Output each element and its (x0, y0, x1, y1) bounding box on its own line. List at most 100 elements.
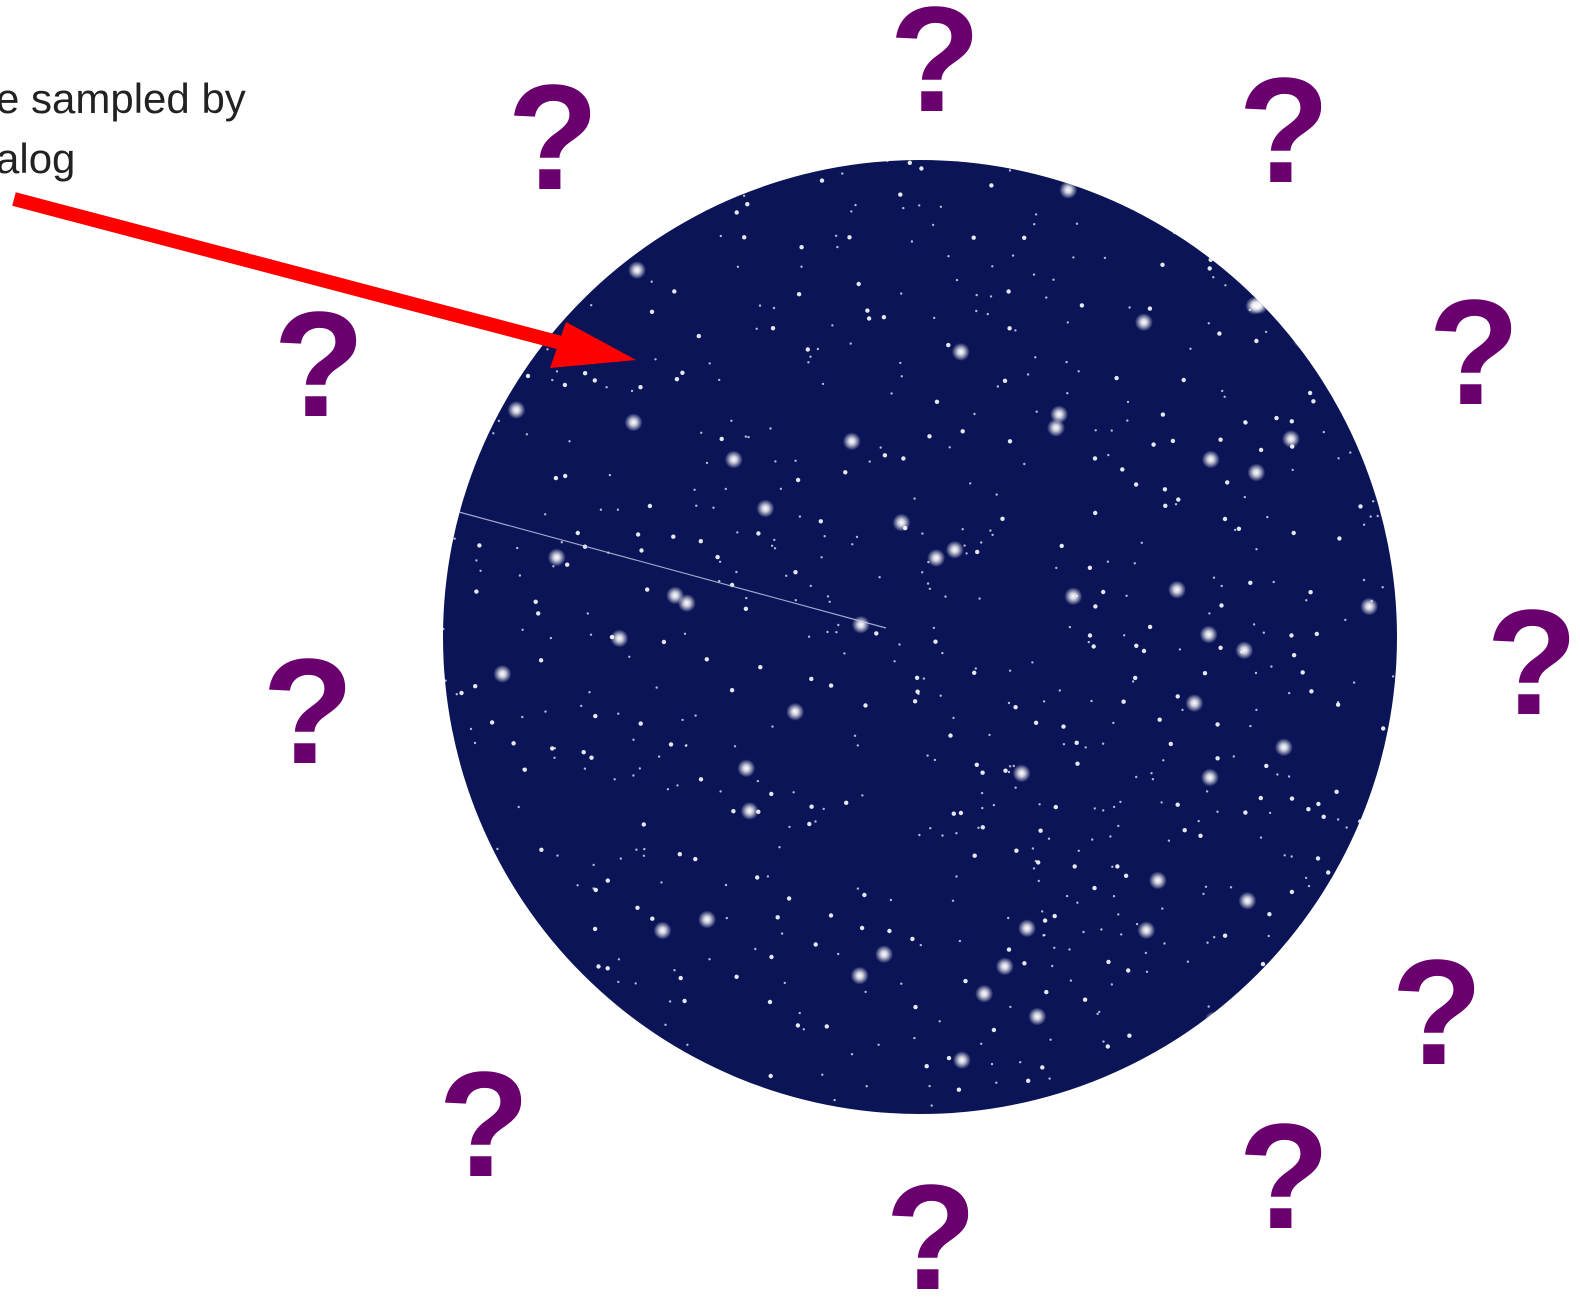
star (995, 1082, 997, 1084)
star (908, 161, 912, 165)
star (780, 488, 782, 490)
star (458, 357, 462, 361)
star (1249, 309, 1251, 311)
star (803, 1028, 805, 1030)
star (1305, 877, 1307, 879)
star (941, 834, 943, 836)
star (1292, 531, 1296, 535)
star (594, 888, 598, 892)
star (708, 958, 710, 960)
star (1109, 835, 1111, 837)
star (758, 665, 762, 669)
star (1093, 456, 1097, 460)
star (1275, 738, 1293, 756)
star (1090, 700, 1092, 702)
star (546, 939, 550, 943)
star (926, 754, 928, 756)
star (523, 261, 527, 265)
star (1066, 895, 1068, 897)
star (582, 750, 586, 754)
star (726, 917, 728, 919)
star (1261, 962, 1265, 966)
star (442, 955, 446, 959)
star (824, 535, 826, 537)
star (1003, 379, 1007, 383)
star (1101, 590, 1105, 594)
star (474, 589, 478, 593)
star (672, 289, 676, 293)
star (725, 451, 743, 469)
star (1007, 326, 1011, 330)
star (1200, 626, 1218, 644)
question-mark-icon: ? (1486, 578, 1578, 746)
star (939, 1020, 941, 1022)
star (1134, 562, 1136, 564)
star (678, 852, 682, 856)
star (934, 759, 936, 761)
question-mark-icon: ? (885, 1153, 977, 1304)
star (1201, 769, 1219, 787)
star (669, 742, 673, 746)
star (1111, 866, 1113, 868)
star (788, 826, 790, 828)
star (769, 427, 771, 429)
star (799, 1012, 801, 1014)
star (493, 665, 511, 683)
star (1136, 923, 1138, 925)
star (1102, 743, 1104, 745)
star (814, 942, 818, 946)
star (1026, 1079, 1030, 1083)
star (841, 172, 843, 174)
star (639, 767, 641, 769)
star (1187, 961, 1189, 963)
star (1376, 838, 1378, 840)
star (913, 1037, 915, 1039)
star (869, 460, 871, 462)
star (927, 434, 931, 438)
star (1068, 948, 1070, 950)
star (1202, 893, 1204, 895)
star (1104, 257, 1106, 259)
star (1088, 641, 1090, 643)
star (1390, 261, 1392, 263)
star (678, 594, 696, 612)
star (835, 235, 837, 237)
star (1202, 450, 1220, 468)
star (1187, 218, 1191, 222)
star (459, 691, 463, 695)
star (546, 348, 548, 350)
star (1343, 1084, 1345, 1086)
star (477, 543, 481, 547)
star (479, 570, 481, 572)
star (565, 563, 569, 567)
star (731, 1091, 749, 1109)
star (1049, 1039, 1051, 1041)
star (1092, 644, 1096, 648)
star (773, 539, 775, 541)
question-mark-icon: ? (507, 53, 599, 221)
star (561, 541, 563, 543)
star (1377, 352, 1379, 354)
star (554, 747, 556, 749)
star (444, 535, 446, 537)
star (1006, 289, 1010, 293)
star (1111, 983, 1113, 985)
star (925, 1064, 929, 1068)
star (776, 915, 780, 919)
star (1290, 419, 1294, 423)
star (1380, 932, 1382, 934)
star (821, 1074, 823, 1076)
star (1023, 463, 1025, 465)
star (584, 768, 586, 770)
star (900, 292, 902, 294)
star (1038, 829, 1042, 833)
star (1233, 755, 1235, 757)
star (1134, 644, 1138, 648)
star (1357, 998, 1361, 1002)
star (735, 210, 739, 214)
star (1312, 287, 1314, 289)
star (606, 878, 610, 882)
star (1148, 306, 1152, 310)
star (1316, 802, 1320, 806)
star (940, 695, 942, 697)
